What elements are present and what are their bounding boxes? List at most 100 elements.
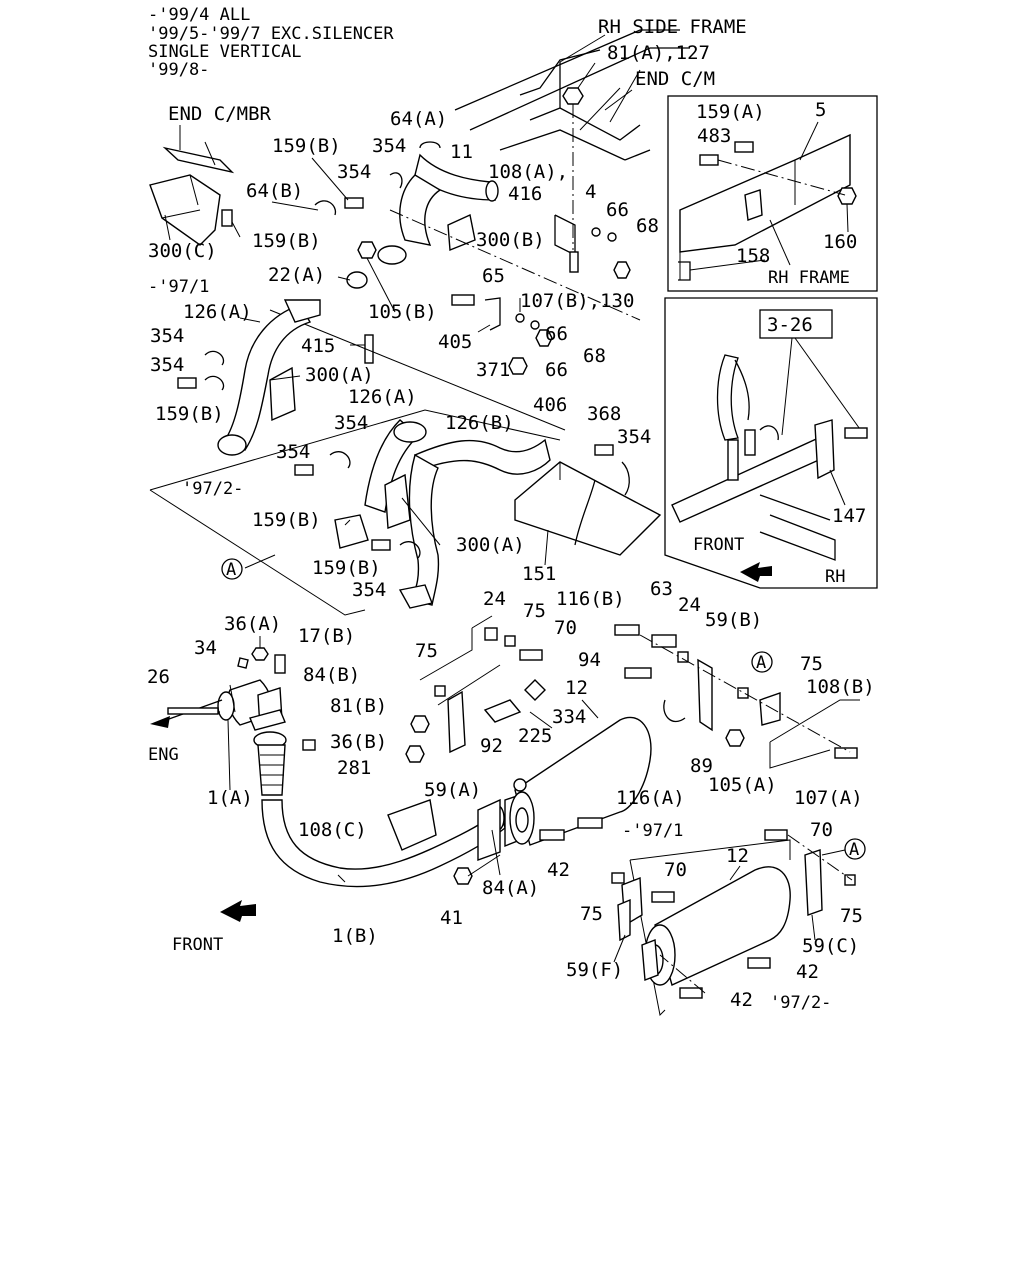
label-107a: 107(A) <box>794 787 863 809</box>
label-4: 4 <box>585 181 596 203</box>
nut-icon <box>535 329 553 347</box>
label-81b: 81(B) <box>330 695 387 717</box>
label-94: 94 <box>578 649 601 671</box>
label-70: 70 <box>664 859 687 881</box>
label-rh: RH <box>825 567 845 587</box>
nut-icon <box>453 867 473 885</box>
label-59f: 59(F) <box>566 959 623 981</box>
label-84a: 84(A) <box>482 877 539 899</box>
bolt-icon <box>747 957 771 969</box>
label-75: 75 <box>523 600 546 622</box>
label-158: 158 <box>736 245 770 267</box>
bolt-icon <box>764 829 788 841</box>
label-159b: 159(B) <box>252 509 321 531</box>
circle-a-marker <box>751 651 773 673</box>
label-81a-127: 81(A),127 <box>607 42 710 64</box>
tail-pipe-upper <box>314 141 641 375</box>
label-354: 354 <box>372 135 406 157</box>
label-circle-a: A <box>849 840 859 860</box>
label-416: 416 <box>508 183 542 205</box>
bolt-icon <box>679 987 703 999</box>
label-34: 34 <box>194 637 217 659</box>
bolt-icon <box>624 667 652 679</box>
label-75: 75 <box>580 903 603 925</box>
label-159b: 159(B) <box>272 135 341 157</box>
label-26: 26 <box>147 666 170 688</box>
label-151: 151 <box>522 563 556 585</box>
label-64a: 64(A) <box>390 108 447 130</box>
nut-icon <box>725 729 745 747</box>
bolt-icon <box>519 649 543 661</box>
washer-icon <box>607 232 617 242</box>
label-405: 405 <box>438 331 472 353</box>
label-end-cm: END C/M <box>635 68 715 90</box>
label-160: 160 <box>823 231 857 253</box>
label-159b: 159(B) <box>312 557 381 579</box>
label-36a: 36(A) <box>224 613 281 635</box>
inset-rh-frame-labels: 159(A) 5 483 160 158 RH FRAME <box>696 99 857 288</box>
label-42: 42 <box>796 961 819 983</box>
bolt-icon <box>451 294 475 306</box>
muffler-assembly <box>150 615 652 922</box>
bolt-icon <box>344 197 364 209</box>
header-line-3: SINGLE VERTICAL <box>148 42 302 62</box>
bolt-icon <box>651 891 675 903</box>
label-97-1: -'97/1 <box>148 277 209 297</box>
label-334: 334 <box>552 706 586 728</box>
label-300c: 300(C) <box>148 240 217 262</box>
label-64b: 64(B) <box>246 180 303 202</box>
label-354: 354 <box>352 579 386 601</box>
label-68: 68 <box>583 345 606 367</box>
label-22a: 22(A) <box>268 264 325 286</box>
rh-side-frame-drawing <box>454 29 690 250</box>
label-rh-frame: RH FRAME <box>768 268 850 288</box>
bolt-icon <box>734 141 754 153</box>
reference-box <box>759 309 833 339</box>
muffler-alt-assembly <box>611 829 856 1017</box>
end-crossmember-bracket <box>149 125 235 246</box>
washer-icon <box>530 320 540 330</box>
label-105b: 105(B) <box>368 301 437 323</box>
label-59c: 59(C) <box>802 935 859 957</box>
bolt-icon <box>699 154 719 166</box>
hanger-right-assembly <box>614 624 860 769</box>
label-354: 354 <box>334 412 368 434</box>
label-147: 147 <box>832 505 866 527</box>
inset-reference-view <box>664 297 878 589</box>
label-371: 371 <box>476 359 510 381</box>
washer-icon <box>515 313 525 323</box>
label-126a: 126(A) <box>183 301 252 323</box>
bolt-icon <box>371 539 391 551</box>
label-rh-side-frame: RH SIDE FRAME <box>598 16 747 38</box>
bolt-icon <box>177 377 197 389</box>
label-368: 368 <box>587 403 621 425</box>
bolt-icon <box>577 817 603 829</box>
inset-reference-labels: 3-26 147 FRONT RH <box>693 314 866 587</box>
label-41: 41 <box>440 907 463 929</box>
bolt-icon <box>569 251 579 273</box>
label-116a: 116(A) <box>616 787 685 809</box>
label-97-2: '97/2- <box>770 993 831 1013</box>
circle-a-marker <box>844 838 866 860</box>
callout-labels: RH SIDE FRAME 81(A),127 END C/M END C/MB… <box>147 16 875 1013</box>
bolt-icon <box>539 829 565 841</box>
label-63: 63 <box>650 578 673 600</box>
header-line-2: '99/5-'99/7 EXC.SILENCER <box>148 24 394 44</box>
nut-icon <box>562 87 584 105</box>
tail-pipes-middle <box>149 299 662 616</box>
label-circle-a: A <box>756 653 766 673</box>
label-front: FRONT <box>172 935 223 955</box>
label-92: 92 <box>480 735 503 757</box>
label-116b: 116(B) <box>556 588 625 610</box>
label-354: 354 <box>337 161 371 183</box>
label-24: 24 <box>483 588 506 610</box>
nut-icon <box>405 745 425 763</box>
label-89: 89 <box>690 755 713 777</box>
label-1a: 1(A) <box>207 787 253 809</box>
label-75: 75 <box>840 905 863 927</box>
label-1b: 1(B) <box>332 925 378 947</box>
label-11: 11 <box>450 141 473 163</box>
nut-icon <box>410 715 430 733</box>
label-415: 415 <box>301 335 335 357</box>
